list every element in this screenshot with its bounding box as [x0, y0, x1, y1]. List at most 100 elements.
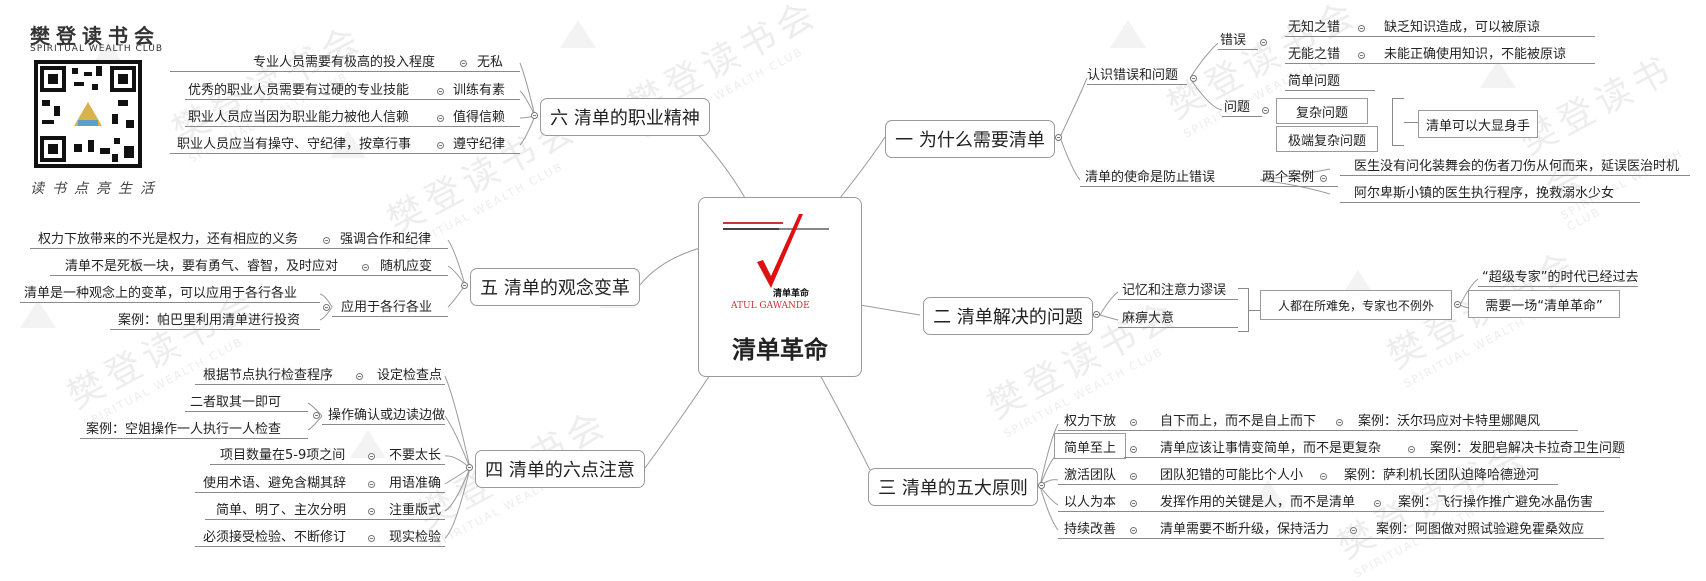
collapse-toggle[interactable] — [1190, 75, 1197, 82]
collapse-toggle[interactable] — [1320, 473, 1327, 480]
branch-6-node[interactable]: 六 清单的职业精神 — [540, 98, 710, 136]
b3-key-5: 持续改善 — [1064, 522, 1117, 537]
b4-desc-2a: 二者取其一即可 — [190, 395, 282, 410]
collapse-toggle[interactable] — [323, 237, 330, 244]
logo-title: 樊登读书会 — [30, 24, 160, 48]
b1-err-1: 无知之错 — [1288, 20, 1341, 35]
collapse-toggle[interactable] — [437, 88, 444, 95]
collapse-toggle[interactable] — [1093, 311, 1100, 318]
b4-key-1: 设定检查点 — [377, 368, 443, 383]
book-cover: 清单革命 ATUL GAWANDE — [719, 210, 839, 311]
collapse-toggle[interactable] — [368, 481, 375, 488]
branch-4-node[interactable]: 四 清单的六点注意 — [475, 450, 645, 488]
b1-problem-2[interactable]: 复杂问题 — [1276, 98, 1368, 124]
qr-code — [34, 60, 142, 168]
b2-result-1: “超级专家”的时代已经过去 — [1482, 270, 1639, 285]
collapse-toggle[interactable] — [1130, 473, 1137, 480]
branch-3-node[interactable]: 三 清单的五大原则 — [868, 468, 1038, 506]
collapse-toggle[interactable] — [1260, 39, 1267, 46]
b1-sub-1: 认识错误和问题 — [1087, 68, 1179, 83]
checkmark-icon — [757, 214, 803, 288]
center-node[interactable]: 清单革命 ATUL GAWANDE 清单革命 — [698, 197, 862, 377]
b3-desc-5: 清单需要不断升级，保持活力 — [1160, 522, 1330, 537]
collapse-toggle[interactable] — [368, 453, 375, 460]
b5-key-3: 应用于各行各业 — [341, 300, 433, 315]
b3-desc-4: 发挥作用的关键是人，而不是清单 — [1160, 495, 1356, 510]
b1-case-2: 阿尔卑斯小镇的医生执行程序，挽救溺水少女 — [1354, 186, 1615, 201]
collapse-toggle[interactable] — [362, 264, 369, 271]
b1-problems-label: 问题 — [1224, 100, 1251, 115]
b3-case-2: 案例：发肥皂解决卡拉奇卫生问题 — [1430, 441, 1626, 456]
b4-desc-4: 使用术语、避免含糊其辞 — [203, 476, 347, 491]
branch-2-node[interactable]: 二 清单解决的问题 — [923, 297, 1093, 335]
collapse-toggle[interactable] — [1038, 482, 1045, 489]
collapse-toggle[interactable] — [368, 508, 375, 515]
b2-item-2: 麻痹大意 — [1122, 311, 1175, 326]
collapse-toggle[interactable] — [1130, 527, 1137, 534]
collapse-toggle[interactable] — [1130, 419, 1137, 426]
b1-problem-3[interactable]: 极端复杂问题 — [1276, 126, 1378, 152]
b3-desc-1: 自下而上，而不是自上而下 — [1160, 414, 1317, 429]
collapse-toggle[interactable] — [1454, 301, 1461, 308]
b1-problem-note[interactable]: 清单可以大显身手 — [1418, 110, 1538, 138]
collapse-toggle[interactable] — [466, 464, 473, 471]
b1-problem-1: 简单问题 — [1288, 74, 1341, 89]
collapse-toggle[interactable] — [323, 304, 330, 311]
collapse-toggle[interactable] — [1262, 107, 1269, 114]
collapse-toggle[interactable] — [1350, 527, 1357, 534]
collapse-toggle[interactable] — [1358, 52, 1365, 59]
b5-desc-2: 清单不是死板一块，要有勇气、睿智，及时应对 — [65, 259, 339, 274]
collapse-toggle[interactable] — [1408, 446, 1415, 453]
collapse-toggle[interactable] — [1320, 175, 1327, 182]
collapse-toggle[interactable] — [437, 115, 444, 122]
b1-cases-label: 两个案例 — [1262, 170, 1315, 185]
b4-key-5: 注重版式 — [389, 503, 442, 518]
b3-case-4: 案例：飞行操作推广避免冰晶伤害 — [1398, 495, 1594, 510]
b4-desc-2b: 案例：空姐操作一人执行一人检查 — [86, 422, 282, 437]
collapse-toggle[interactable] — [460, 60, 467, 67]
b6-desc-2: 优秀的职业人员需要有过硬的专业技能 — [188, 83, 410, 98]
collapse-toggle[interactable] — [1358, 25, 1365, 32]
b6-key-3: 值得信赖 — [453, 110, 506, 125]
center-title: 清单革命 — [732, 336, 828, 364]
b6-key-2: 训练有素 — [453, 83, 506, 98]
b1-err-1-desc: 缺乏知识造成，可以被原谅 — [1384, 20, 1541, 35]
collapse-toggle[interactable] — [1374, 500, 1381, 507]
logo-slogan: 读书点亮生活 — [30, 181, 162, 197]
b3-key-4: 以人为本 — [1064, 495, 1117, 510]
collapse-toggle[interactable] — [1055, 134, 1062, 141]
collapse-toggle[interactable] — [356, 373, 363, 380]
b4-desc-3: 项目数量在5-9项之间 — [220, 448, 346, 463]
b1-err-2-desc: 未能正确使用知识，不能被原谅 — [1384, 47, 1567, 62]
collapse-toggle[interactable] — [1130, 446, 1137, 453]
b3-key-1: 权力下放 — [1064, 414, 1117, 429]
qr-pattern — [38, 64, 138, 164]
branch-1-node[interactable]: 一 为什么需要清单 — [885, 120, 1055, 158]
collapse-toggle[interactable] — [1130, 500, 1137, 507]
b3-case-1: 案例：沃尔玛应对卡特里娜飓风 — [1358, 414, 1541, 429]
branch-5-node[interactable]: 五 清单的观念变革 — [470, 268, 640, 306]
b3-case-5: 案例：阿图做对照试验避免霍桑效应 — [1376, 522, 1585, 537]
collapse-toggle[interactable] — [313, 412, 320, 419]
collapse-toggle[interactable] — [1336, 419, 1343, 426]
collapse-toggle[interactable] — [437, 142, 444, 149]
logo-subtitle: SPIRITUAL WEALTH CLUB — [30, 44, 164, 54]
b2-result-2[interactable]: 需要一场“清单革命” — [1468, 290, 1620, 318]
b5-key-2: 随机应变 — [380, 259, 433, 274]
b3-key-3: 激活团队 — [1064, 468, 1117, 483]
collapse-toggle[interactable] — [368, 535, 375, 542]
book-title: 清单革命 — [773, 289, 810, 299]
b4-desc-5: 简单、明了、主次分明 — [216, 503, 347, 518]
book-author: ATUL GAWANDE — [731, 301, 810, 311]
b3-key-2[interactable]: 简单至上 — [1054, 433, 1126, 459]
b4-desc-1: 根据节点执行检查程序 — [203, 368, 334, 383]
b2-note[interactable]: 人都在所难免，专家也不例外 — [1260, 290, 1452, 320]
b2-item-1: 记忆和注意力谬误 — [1122, 283, 1227, 298]
b1-err-2: 无能之错 — [1288, 47, 1341, 62]
b6-desc-1: 专业人员需要有极高的投入程度 — [253, 55, 436, 70]
collapse-toggle[interactable] — [531, 112, 538, 119]
b6-desc-4: 职业人员应当有操守、守纪律，按章行事 — [177, 137, 412, 152]
b3-case-3: 案例：萨利机长团队迫降哈德逊河 — [1344, 468, 1540, 483]
collapse-toggle[interactable] — [461, 282, 468, 289]
b6-key-4: 遵守纪律 — [453, 137, 506, 152]
